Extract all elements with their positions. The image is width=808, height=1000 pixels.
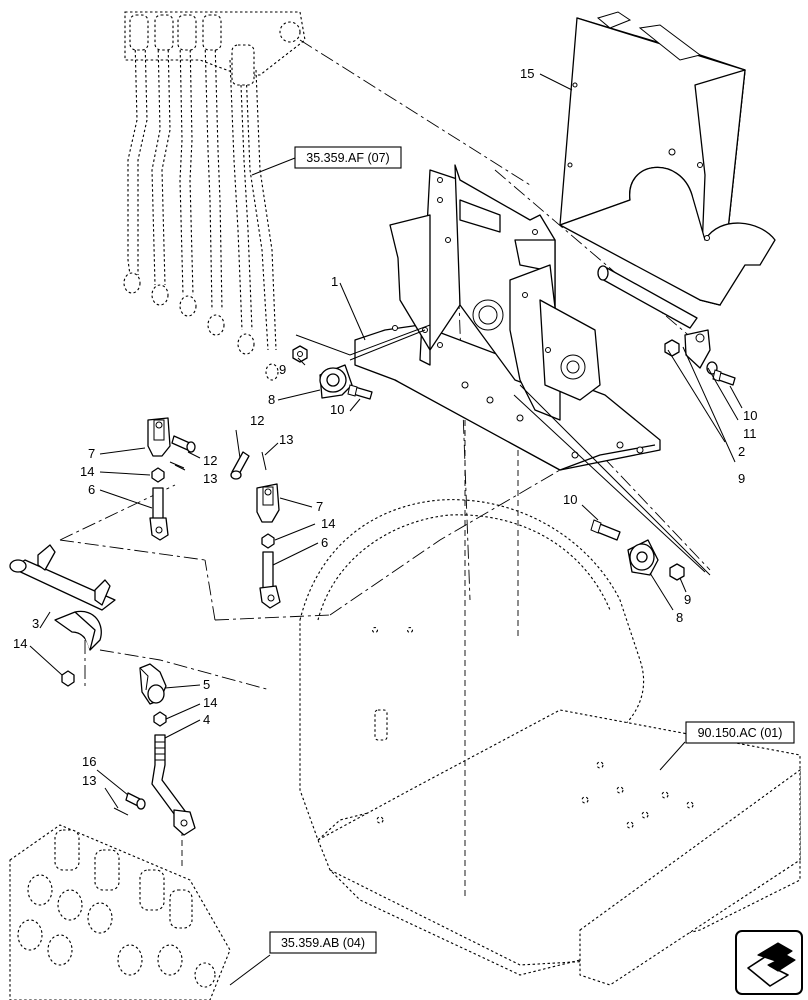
nut-right-14 — [261, 533, 275, 549]
callout-10-left: 10 — [330, 402, 344, 417]
callout-14-left: 14 — [80, 464, 94, 479]
control-rod-4 — [151, 734, 196, 836]
callout-13-left: 13 — [203, 471, 217, 486]
nut-left-9 — [292, 345, 308, 363]
callout-12-right: 12 — [250, 413, 264, 428]
main-bracket — [354, 164, 661, 471]
nut-lower-right-9 — [669, 563, 685, 581]
callout-10-lower: 10 — [563, 492, 577, 507]
clip-13 — [113, 807, 129, 816]
cover-shroud — [559, 11, 776, 306]
nut-left-14 — [151, 467, 165, 483]
reference-box-ac[interactable]: 90.150.AC (01) — [685, 721, 795, 744]
callout-9-left: 9 — [279, 362, 286, 377]
callout-14-right: 14 — [321, 516, 335, 531]
clevis-right-7 — [256, 483, 280, 523]
rod-end-left-6 — [149, 487, 169, 541]
pivot-shaft — [597, 265, 711, 369]
callout-9-lower: 9 — [684, 592, 691, 607]
pin-right-12 — [230, 451, 250, 480]
callout-labels: 1 2 3 4 5 6 6 7 7 8 8 9 9 9 10 10 10 11 … — [13, 66, 757, 788]
callout-9-right: 9 — [738, 471, 745, 486]
next-page-arrow-icon[interactable] — [735, 930, 803, 995]
lever-3 — [9, 544, 116, 651]
ghost-control-levers — [123, 11, 306, 381]
ghost-floor-fender — [299, 499, 801, 986]
bearing-left — [319, 364, 353, 399]
nut-lever-14 — [61, 670, 75, 687]
callout-13-right: 13 — [279, 432, 293, 447]
clevis-left-7 — [147, 417, 171, 457]
callout-14-rod: 14 — [203, 695, 217, 710]
reference-label-af: 35.359.AF (07) — [306, 151, 389, 165]
callout-1: 1 — [331, 274, 338, 289]
pin-16 — [125, 792, 146, 810]
reference-label-ac: 90.150.AC (01) — [698, 726, 783, 740]
callout-7-left: 7 — [88, 446, 95, 461]
bolt-lower-right-10 — [590, 519, 621, 541]
callout-5: 5 — [203, 677, 210, 692]
callout-8-right: 8 — [676, 610, 683, 625]
clip-left-13 — [169, 461, 185, 469]
pin-left-12 — [171, 435, 196, 453]
rod-end-right-6 — [259, 551, 281, 609]
bolt-right-10 — [712, 369, 736, 386]
callout-15: 15 — [520, 66, 534, 81]
leader-lines — [29, 73, 743, 986]
callout-10-right: 10 — [743, 408, 757, 423]
reference-box-af[interactable]: 35.359.AF (07) — [294, 146, 402, 169]
bearing-lower-right-8 — [627, 539, 659, 576]
reference-box-ab[interactable]: 35.359.AB (04) — [269, 931, 377, 954]
bolt-left-10 — [347, 384, 373, 400]
reference-label-ab: 35.359.AB (04) — [281, 936, 365, 950]
callout-2: 2 — [738, 444, 745, 459]
callout-12-left: 12 — [203, 453, 217, 468]
callout-6-right: 6 — [321, 535, 328, 550]
callout-6-left: 6 — [88, 482, 95, 497]
clip-right-13 — [261, 451, 267, 471]
callout-4: 4 — [203, 712, 210, 727]
nut-right-9 — [664, 339, 680, 357]
callout-14-lever: 14 — [13, 636, 27, 651]
callout-3: 3 — [32, 616, 39, 631]
callout-11: 11 — [743, 426, 757, 441]
connector-5 — [139, 663, 167, 705]
nut-rod-14 — [153, 711, 167, 727]
callout-7-right: 7 — [316, 499, 323, 514]
callout-13-lower: 13 — [82, 773, 96, 788]
callout-8-left: 8 — [268, 392, 275, 407]
callout-16: 16 — [82, 754, 96, 769]
ghost-control-valve — [9, 824, 231, 1000]
